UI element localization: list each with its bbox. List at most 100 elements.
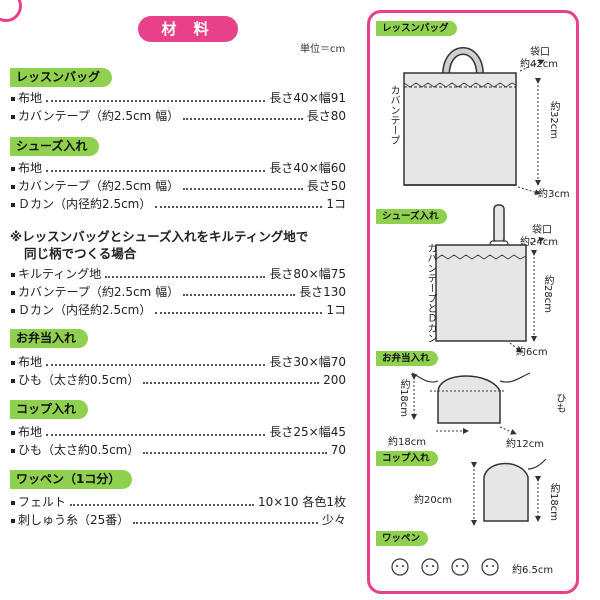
list-item: ひも（太さ約0.5cm） 200 bbox=[8, 372, 346, 389]
dot-leader bbox=[70, 504, 254, 506]
dot-leader bbox=[183, 188, 303, 190]
quilting-note-line2: 同じ柄でつくる場合 bbox=[24, 246, 137, 261]
section-bento: お弁当入れ bbox=[10, 329, 89, 348]
quilting-note-line1: ※レッスンバッグとシューズ入れをキルティング地で bbox=[10, 229, 309, 244]
page-title: 材 料 bbox=[138, 16, 238, 42]
item-name: ひも（太さ約0.5cm） bbox=[18, 443, 140, 457]
bullet bbox=[11, 501, 15, 505]
section-cup: コップ入れ bbox=[10, 400, 89, 419]
bento-width: 約18cm bbox=[388, 437, 426, 448]
dot-leader bbox=[143, 452, 327, 454]
materials-list: レッスンバッグ 布地 長さ40×幅91 カバンテープ（約2.5cm 幅） 長さ8… bbox=[8, 68, 346, 529]
bullet bbox=[11, 291, 15, 295]
list-item: カバンテープ（約2.5cm 幅） 長さ130 bbox=[8, 284, 346, 301]
list-item: カバンテープ（約2.5cm 幅） 長さ80 bbox=[8, 108, 346, 125]
item-name: 刺しゅう糸（25番） bbox=[18, 513, 130, 527]
list-item: 布地 長さ40×幅91 bbox=[8, 90, 346, 107]
item-value: 70 bbox=[330, 443, 346, 457]
item-value: 10×10 各色1枚 bbox=[257, 495, 346, 509]
item-value: 長さ80 bbox=[306, 109, 346, 123]
item-value: 長さ40×幅91 bbox=[269, 91, 346, 105]
lesson-bag-tape: カバンテープ bbox=[388, 85, 399, 145]
bullet bbox=[11, 185, 15, 189]
bullet bbox=[11, 97, 15, 101]
item-value: 長さ50 bbox=[306, 179, 346, 193]
item-name: ひも（太さ約0.5cm） bbox=[18, 373, 140, 387]
patch-size: 約6.5cm bbox=[512, 565, 554, 576]
item-name: 布地 bbox=[18, 91, 43, 105]
lesson-bag-opening: 袋口 bbox=[530, 47, 550, 58]
list-item: キルティング地 長さ80×幅75 bbox=[8, 266, 346, 283]
dot-leader bbox=[46, 170, 266, 172]
section-lesson-bag: レッスンバッグ bbox=[10, 68, 113, 87]
item-value: 1コ bbox=[326, 303, 346, 317]
panel-label-lesson-bag: レッスンバッグ bbox=[376, 21, 457, 36]
corner-ring bbox=[0, 0, 22, 22]
dot-leader bbox=[155, 206, 323, 208]
bullet bbox=[11, 449, 15, 453]
section-patch: ワッペン（1コ分） bbox=[10, 470, 133, 489]
bullet bbox=[11, 431, 15, 435]
item-value: 長さ30×幅70 bbox=[269, 355, 346, 369]
dot-leader bbox=[183, 294, 296, 296]
bento-depth: 約12cm bbox=[506, 439, 544, 450]
bullet bbox=[11, 273, 15, 277]
item-name: カバンテープ（約2.5cm 幅） bbox=[18, 285, 180, 299]
section-shoes: シューズ入れ bbox=[10, 137, 100, 156]
item-name: フェルト bbox=[18, 495, 67, 509]
shoes-gusset: 約6cm bbox=[516, 347, 548, 358]
bullet bbox=[11, 519, 15, 523]
item-value: 200 bbox=[323, 373, 346, 387]
bullet bbox=[11, 167, 15, 171]
dot-leader bbox=[46, 100, 266, 102]
panel-label-bento: お弁当入れ bbox=[376, 351, 438, 366]
shoes-tape: カバンテープとＤカン bbox=[425, 243, 436, 343]
panel-label-cup: コップ入れ bbox=[376, 451, 438, 466]
lesson-bag-gusset: 約3cm bbox=[538, 189, 570, 200]
dot-leader bbox=[143, 382, 320, 384]
bento-bag-illustration bbox=[411, 372, 531, 435]
illustrations bbox=[391, 47, 547, 576]
list-item: 刺しゅう糸（25番） 少々 bbox=[8, 512, 346, 529]
cup-width: 約20cm bbox=[414, 495, 452, 506]
shoes-opening-size: 約24cm bbox=[520, 237, 558, 248]
list-item: カバンテープ（約2.5cm 幅） 長さ50 bbox=[8, 178, 346, 195]
bento-cord: ひも bbox=[554, 393, 565, 413]
item-name: 布地 bbox=[18, 355, 43, 369]
dot-leader bbox=[183, 118, 303, 120]
bullet bbox=[11, 309, 15, 313]
shoes-height: 約28cm bbox=[542, 275, 553, 313]
item-value: 1コ bbox=[326, 197, 346, 211]
bullet bbox=[11, 379, 15, 383]
item-name: Ｄカン（内径約2.5cm） bbox=[18, 303, 152, 317]
list-item: 布地 長さ30×幅70 bbox=[8, 354, 346, 371]
dot-leader bbox=[46, 364, 266, 366]
item-value: 長さ80×幅75 bbox=[269, 267, 346, 281]
item-name: 布地 bbox=[18, 161, 43, 175]
dot-leader bbox=[155, 312, 323, 314]
list-item: フェルト 10×10 各色1枚 bbox=[8, 494, 346, 511]
panel-label-patch: ワッペン bbox=[376, 531, 429, 546]
dot-leader bbox=[105, 276, 266, 278]
lesson-bag-illustration bbox=[403, 47, 545, 196]
bullet bbox=[11, 361, 15, 365]
item-value: 長さ130 bbox=[299, 285, 346, 299]
list-item: 布地 長さ25×幅45 bbox=[8, 424, 346, 441]
patch-illustrations bbox=[391, 558, 499, 576]
item-name: キルティング地 bbox=[18, 267, 102, 281]
dot-leader bbox=[133, 522, 318, 524]
item-value: 長さ40×幅60 bbox=[269, 161, 346, 175]
cup-bag-illustration bbox=[471, 458, 547, 526]
cup-height: 約18cm bbox=[548, 483, 559, 521]
list-item: Ｄカン（内径約2.5cm） 1コ bbox=[8, 302, 346, 319]
dot-leader bbox=[46, 434, 266, 436]
shoes-bag-illustration bbox=[435, 204, 545, 353]
item-name: 布地 bbox=[18, 425, 43, 439]
shoes-opening: 袋口 bbox=[532, 225, 552, 236]
list-item: ひも（太さ約0.5cm） 70 bbox=[8, 442, 346, 459]
list-item: 布地 長さ40×幅60 bbox=[8, 160, 346, 177]
panel-label-shoes: シューズ入れ bbox=[376, 209, 447, 224]
bullet bbox=[11, 203, 15, 207]
item-value: 長さ25×幅45 bbox=[269, 425, 346, 439]
item-name: Ｄカン（内径約2.5cm） bbox=[18, 197, 152, 211]
